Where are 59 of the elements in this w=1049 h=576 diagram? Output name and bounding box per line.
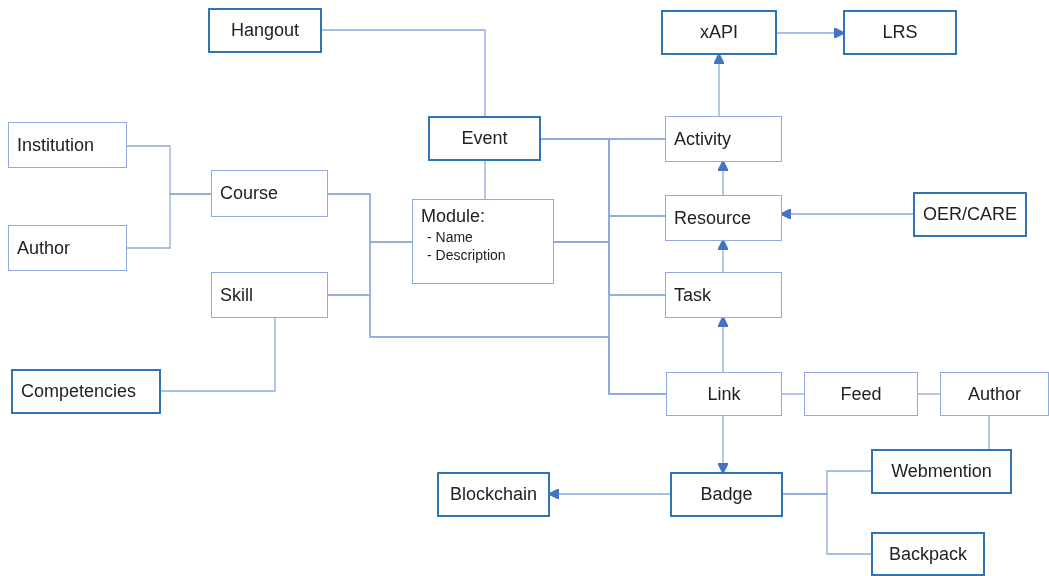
arrow [780,208,914,220]
entity-label: Module: [421,206,486,227]
connector-line [988,415,990,450]
entity-box [665,272,782,318]
arrow [713,53,725,117]
entity-box [871,449,1012,494]
entity-box [412,199,554,284]
entity-label: Task [674,284,711,306]
entity-box [940,372,1049,416]
entity-label: Author [967,383,1021,405]
entity-label: Author [17,237,71,259]
connector-line [126,193,212,249]
entity-box [665,116,782,162]
entity-box [428,116,541,161]
arrow [717,415,729,474]
entity-box [804,372,918,416]
entity-box [670,472,783,517]
entity-label: LRS [882,22,918,43]
entity-label: Event [461,128,508,149]
entity-box [8,225,127,271]
connector-line [781,393,805,395]
entity-label: Resource [674,207,752,229]
arrow [717,239,729,273]
connector-line [321,29,486,117]
entity-box [8,122,127,168]
entity-label: xAPI [700,22,738,43]
entity-label: Institution [17,134,95,156]
connector-line [917,393,941,395]
entity-box [208,8,322,53]
entity-label: Course [220,183,279,204]
entity-label: Feed [840,383,882,405]
arrow [717,316,729,373]
entity-label: Hangout [230,20,300,41]
entity-label: Competencies [21,381,137,402]
entity-box [437,472,550,517]
connector-line [484,160,486,200]
connector-line [160,317,276,392]
list-item: - Name [426,229,473,245]
entity-label: Blockchain [449,484,537,505]
entity-box [211,170,328,217]
arrow [776,27,845,39]
entity-box [871,532,985,576]
entity-label: OER/CARE [923,204,1017,225]
entity-label: Webmention [891,461,992,482]
entity-box [843,10,957,55]
entity-label: Skill [220,284,253,306]
arrow [717,160,729,196]
entity-label: Backpack [888,543,967,565]
entity-label: Activity [674,128,731,150]
entity-box [661,10,777,55]
entity-box [913,192,1027,237]
connector-line [782,493,872,555]
list-item: - Description [426,247,506,263]
entity-box [211,272,328,318]
entity-box [666,372,782,416]
entity-label: Badge [700,484,753,505]
entity-label: Link [707,383,741,405]
entity-box [665,195,782,241]
entity-box [11,369,161,414]
